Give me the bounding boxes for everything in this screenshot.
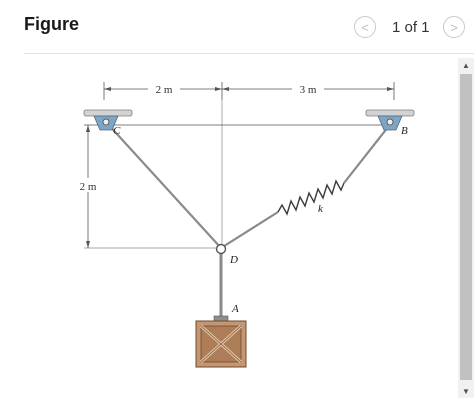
scroll-up-button[interactable]: ▲ xyxy=(458,58,474,72)
header-divider xyxy=(24,53,474,54)
page-title: Figure xyxy=(24,14,80,34)
label-a: A xyxy=(231,303,239,315)
label-k: k xyxy=(318,203,324,215)
scroll-thumb[interactable] xyxy=(460,74,472,380)
next-button[interactable]: > xyxy=(443,16,465,38)
mechanics-diagram: 2 m 3 m 2 m C xyxy=(74,81,415,368)
triangle-up-icon: ▲ xyxy=(462,60,470,70)
support-c xyxy=(83,109,133,131)
chevron-left-icon: < xyxy=(361,19,369,35)
spring xyxy=(277,179,345,216)
cable-cd xyxy=(105,121,222,249)
crate xyxy=(195,315,247,368)
dimension-label-left: 2 m xyxy=(156,84,173,96)
triangle-down-icon: ▼ xyxy=(462,386,470,396)
prev-button[interactable]: < xyxy=(354,16,376,38)
chevron-right-icon: > xyxy=(450,19,458,35)
dimension-label-vertical: 2 m xyxy=(80,181,97,193)
ring-d xyxy=(215,243,227,255)
support-b xyxy=(365,109,415,131)
label-c: C xyxy=(113,125,121,137)
figure-image: 2 m 3 m 2 m C xyxy=(60,64,440,396)
vertical-scrollbar[interactable]: ▲ ▼ xyxy=(458,58,474,398)
label-b: B xyxy=(401,125,408,137)
cable-d-spring xyxy=(220,211,279,249)
dimension-label-right: 3 m xyxy=(300,84,317,96)
cable-spring-b xyxy=(343,121,393,184)
page-indicator: 1 of 1 xyxy=(392,19,430,36)
scroll-down-button[interactable]: ▼ xyxy=(458,384,474,398)
label-d: D xyxy=(229,254,238,266)
